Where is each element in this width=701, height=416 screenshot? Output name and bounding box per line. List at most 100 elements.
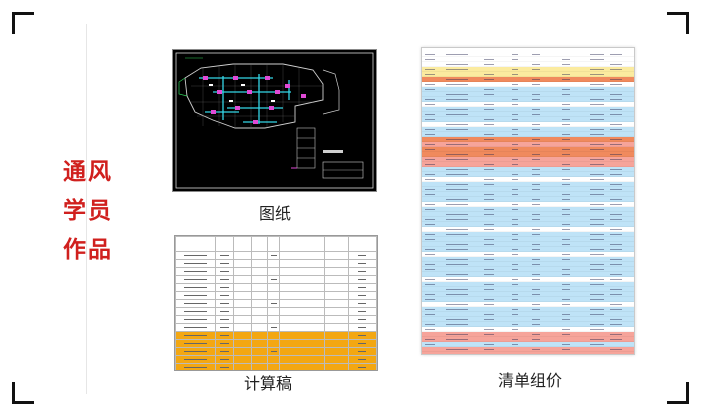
bill-cell-text <box>590 84 604 85</box>
bill-cell-text <box>562 334 570 335</box>
frame-corner-br-h <box>667 401 689 404</box>
bill-cell-text <box>446 124 468 125</box>
bill-row <box>422 267 634 272</box>
bill-cell-text <box>590 119 604 120</box>
bill-cell-text <box>610 334 622 335</box>
bill-row <box>422 272 634 277</box>
bill-cell-text <box>446 339 468 340</box>
bill-cell-text <box>562 124 570 125</box>
bill-cell-text <box>610 279 622 280</box>
bill-cell-text <box>484 184 494 185</box>
bill-cell-text <box>610 199 622 200</box>
calc-cell <box>175 299 217 308</box>
bill-cell-text <box>446 99 468 100</box>
bill-cell-text <box>532 289 540 290</box>
calculation-caption: 计算稿 <box>244 374 293 393</box>
bill-cell-text <box>425 324 435 325</box>
bill-cell-text <box>425 219 435 220</box>
bill-cell-text <box>590 234 604 235</box>
bill-row <box>422 67 634 72</box>
bill-cell-text <box>562 244 570 245</box>
bill-row <box>422 287 634 292</box>
calc-cell <box>233 339 253 348</box>
calc-cell <box>233 259 253 268</box>
calc-cell <box>215 339 235 348</box>
bill-row <box>422 187 634 192</box>
calc-cell <box>323 355 349 364</box>
calc-cell <box>175 331 217 340</box>
bill-cell-text <box>446 184 468 185</box>
bill-cell-text <box>446 54 468 55</box>
bill-cell-text <box>532 229 540 230</box>
bill-cell-text <box>532 264 540 265</box>
bill-cell-text <box>446 229 468 230</box>
calc-cell <box>233 299 253 308</box>
bill-cell-text <box>425 99 435 100</box>
bill-cell-text <box>562 89 570 90</box>
bill-row <box>422 97 634 102</box>
calc-cell <box>215 267 235 276</box>
calc-row <box>175 283 377 292</box>
calc-row <box>175 363 377 370</box>
calc-cell <box>279 347 325 356</box>
bill-cell-text <box>562 134 570 135</box>
bill-cell-text <box>484 164 494 165</box>
bill-cell-text <box>484 329 494 330</box>
bill-cell-text <box>532 349 540 350</box>
bill-cell-text <box>484 199 494 200</box>
bill-cell-text <box>512 119 518 120</box>
bill-cell-text <box>532 189 540 190</box>
bill-cell-text <box>590 294 604 295</box>
calc-cell <box>323 259 349 268</box>
calc-cell <box>251 331 269 340</box>
bill-cell-text <box>562 319 570 320</box>
calc-cell <box>251 291 269 300</box>
bill-cell-text <box>532 169 540 170</box>
calc-cell <box>251 259 269 268</box>
bill-cell-text <box>610 244 622 245</box>
calc-cell <box>347 339 377 348</box>
calc-cell <box>215 275 235 284</box>
bill-cell-text <box>425 114 435 115</box>
bill-cell-text <box>610 259 622 260</box>
bill-cell-text <box>512 344 518 345</box>
bill-cell-text <box>484 244 494 245</box>
calc-row <box>175 347 377 356</box>
bill-cell-text <box>446 214 468 215</box>
bill-cell-text <box>562 314 570 315</box>
bill-cell-text <box>425 59 435 60</box>
calc-table <box>175 236 377 370</box>
bill-cell-text <box>532 304 540 305</box>
calc-cell <box>279 283 325 292</box>
calc-row <box>175 267 377 276</box>
bill-row <box>422 312 634 317</box>
bill-cell-text <box>425 159 435 160</box>
calc-row <box>175 251 377 260</box>
bill-cell-text <box>562 209 570 210</box>
calc-cell <box>323 299 349 308</box>
bill-cell-text <box>590 269 604 270</box>
bill-row <box>422 337 634 342</box>
bill-cell-text <box>446 84 468 85</box>
bill-cell-text <box>562 154 570 155</box>
calc-cell <box>347 251 377 260</box>
calc-cell <box>267 251 281 260</box>
bill-cell-text <box>532 124 540 125</box>
bill-cell-text <box>512 149 518 150</box>
calc-cell <box>347 355 377 364</box>
bill-cell-text <box>610 154 622 155</box>
calc-cell <box>175 283 217 292</box>
bill-cell-text <box>532 154 540 155</box>
bill-cell-text <box>610 124 622 125</box>
bill-cell-text <box>446 159 468 160</box>
calc-cell <box>347 299 377 308</box>
bill-cell-text <box>512 134 518 135</box>
bill-cell-text <box>484 64 494 65</box>
bill-cell-text <box>512 194 518 195</box>
calc-cell <box>175 363 217 370</box>
bill-cell-text <box>446 319 468 320</box>
bill-cell-text <box>590 59 604 60</box>
bill-cell-text <box>610 304 622 305</box>
bill-cell-text <box>590 54 604 55</box>
calc-cell <box>267 355 281 364</box>
